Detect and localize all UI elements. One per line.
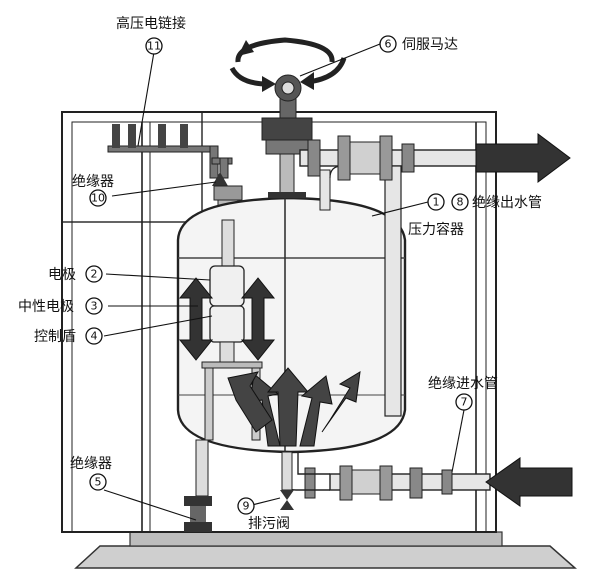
leader-lines (103, 43, 465, 521)
number-badge-4: 4 (85, 327, 103, 345)
label-insulated-outlet: 绝缘出水管 (472, 195, 542, 211)
svg-text:6: 6 (385, 38, 392, 51)
svg-text:11: 11 (147, 40, 161, 53)
number-badge-8: 8 (451, 193, 469, 211)
drain-valve (280, 451, 294, 510)
high-voltage-bus (107, 124, 233, 179)
number-badge-10: 10 (89, 189, 107, 207)
label-drain-valve: 排污阀 (248, 516, 290, 532)
label-high-voltage-link: 高压电链接 (116, 15, 186, 32)
number-badge-9: 9 (237, 497, 255, 515)
outlet-arrow-icon (475, 133, 571, 183)
label-insulator-top: 绝缘器 (72, 174, 114, 190)
svg-text:5: 5 (95, 476, 102, 489)
outlet-pipe (299, 135, 501, 417)
inlet-pipe (283, 452, 491, 501)
svg-text:2: 2 (91, 268, 98, 281)
flow-arrows (227, 367, 361, 447)
base-platform (74, 531, 577, 569)
number-badge-7: 7 (455, 393, 473, 411)
number-badge-2: 2 (85, 265, 103, 283)
number-badge-11: 11 (145, 37, 163, 55)
bottom-insulator (184, 439, 212, 532)
svg-text:10: 10 (91, 192, 105, 205)
label-electrode: 电极 (48, 267, 76, 283)
svg-text:3: 3 (91, 300, 98, 313)
svg-text:4: 4 (91, 330, 98, 343)
rotation-arrow-icon (229, 37, 347, 92)
label-insulated-inlet: 绝缘进水管 (428, 376, 498, 392)
number-badge-6: 6 (379, 35, 397, 53)
label-pressure-vessel: 压力容器 (408, 221, 464, 238)
label-control-shield: 控制盾 (34, 329, 76, 345)
svg-text:7: 7 (461, 396, 468, 409)
label-insulator-bottom: 绝缘器 (70, 456, 112, 472)
number-badge-5: 5 (89, 473, 107, 491)
number-badge-1: 1 (427, 193, 445, 211)
svg-text:8: 8 (457, 196, 464, 209)
inlet-arrow-icon (485, 457, 573, 507)
label-servo-motor: 伺服马达 (402, 37, 458, 53)
servo-drive-column (261, 74, 313, 199)
svg-text:1: 1 (433, 196, 440, 209)
label-neutral-electrode: 中性电极 (18, 299, 74, 315)
number-badge-3: 3 (85, 297, 103, 315)
svg-text:9: 9 (243, 500, 250, 513)
